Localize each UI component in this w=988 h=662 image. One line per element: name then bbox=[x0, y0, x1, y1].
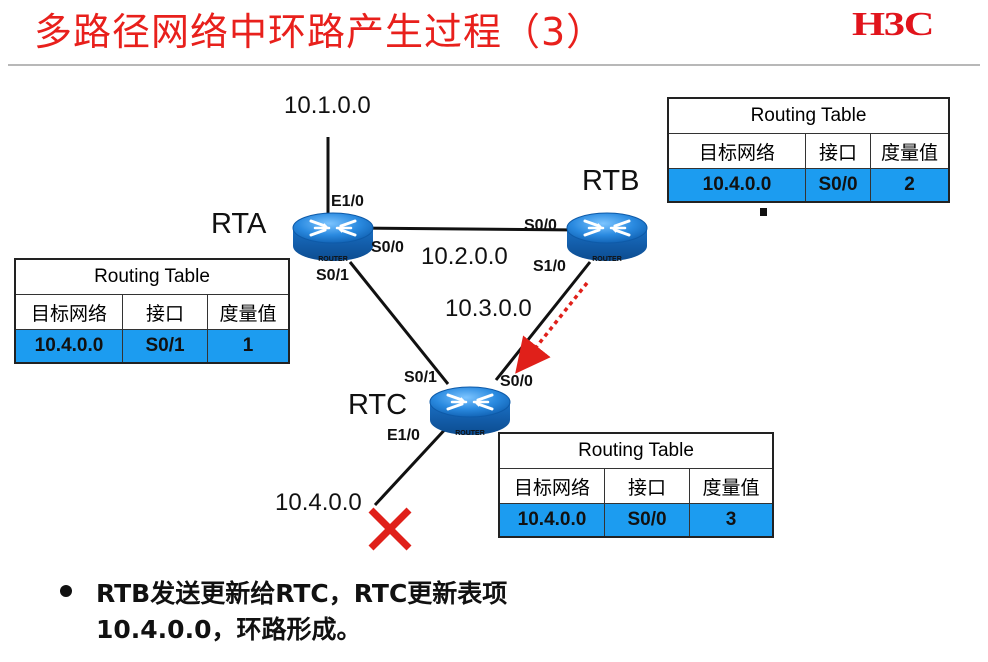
iface-rtc-s01: S0/1 bbox=[404, 369, 437, 386]
iface-rtb-s00: S0/0 bbox=[524, 217, 557, 234]
network-label-net4: 10.4.0.0 bbox=[275, 489, 362, 516]
header-metric: 度量值 bbox=[689, 468, 774, 504]
bullet-dot-icon bbox=[60, 585, 72, 597]
iface-rta-s01: S0/1 bbox=[316, 267, 349, 284]
router-icon bbox=[291, 211, 375, 263]
h3c-logo: H3C bbox=[852, 6, 935, 43]
router-icon bbox=[428, 385, 512, 437]
iface-rtc-e10: E1/0 bbox=[387, 427, 420, 444]
router-icon-label: ROUTER bbox=[592, 256, 622, 263]
routing-table-rta: Routing Table 目标网络 接口 度量值 10.4.0.0 S0/1 … bbox=[14, 258, 290, 364]
header-iface: 接口 bbox=[122, 294, 208, 330]
cell-metric: 1 bbox=[207, 329, 290, 364]
header-dest: 目标网络 bbox=[498, 468, 605, 504]
cell-dest: 10.4.0.0 bbox=[667, 168, 806, 203]
cross-icon bbox=[368, 507, 412, 551]
iface-rta-e10: E1/0 bbox=[331, 193, 364, 210]
header-dest: 目标网络 bbox=[667, 133, 806, 169]
iface-rta-s00: S0/0 bbox=[371, 239, 404, 256]
table-caption: Routing Table bbox=[14, 258, 290, 295]
cell-iface: S0/0 bbox=[805, 168, 871, 203]
header-metric: 度量值 bbox=[870, 133, 950, 169]
table-caption: Routing Table bbox=[498, 432, 774, 469]
routing-table-rtb: Routing Table 目标网络 接口 度量值 10.4.0.0 S0/0 … bbox=[667, 97, 950, 203]
cell-metric: 2 bbox=[870, 168, 950, 203]
router-name-rtb: RTB bbox=[582, 165, 639, 197]
header-iface: 接口 bbox=[604, 468, 690, 504]
iface-rtb-s10: S1/0 bbox=[533, 258, 566, 275]
network-label-net3: 10.3.0.0 bbox=[445, 295, 532, 322]
page-title: 多路径网络中环路产生过程（3） bbox=[34, 10, 606, 54]
header-iface: 接口 bbox=[805, 133, 871, 169]
link-rtc-net4 bbox=[373, 422, 452, 507]
router-rta: ROUTER bbox=[291, 211, 375, 263]
router-rtb: ROUTER bbox=[565, 211, 649, 263]
router-icon bbox=[565, 211, 649, 263]
table-marker bbox=[760, 208, 767, 216]
router-icon-label: ROUTER bbox=[318, 256, 348, 263]
link-rta-rtc bbox=[348, 261, 450, 385]
title-divider bbox=[8, 64, 980, 66]
router-icon-label: ROUTER bbox=[455, 430, 485, 437]
network-label-net1: 10.1.0.0 bbox=[284, 92, 371, 119]
bullet-text: RTB发送更新给RTC，RTC更新表项 10.4.0.0，环路形成。 bbox=[96, 579, 508, 644]
router-name-rtc: RTC bbox=[348, 389, 407, 421]
table-row: 10.4.0.0 S0/0 2 bbox=[667, 168, 950, 203]
link-rta-rtb bbox=[354, 226, 581, 232]
cell-dest: 10.4.0.0 bbox=[14, 329, 123, 364]
table-row: 10.4.0.0 S0/0 3 bbox=[498, 503, 774, 538]
link-rtb-rtc bbox=[494, 261, 592, 381]
header-metric: 度量值 bbox=[207, 294, 290, 330]
table-row: 10.4.0.0 S0/1 1 bbox=[14, 329, 290, 364]
router-rtc: ROUTER bbox=[428, 385, 512, 437]
routing-table-rtc: Routing Table 目标网络 接口 度量值 10.4.0.0 S0/0 … bbox=[498, 432, 774, 538]
cell-iface: S0/1 bbox=[122, 329, 208, 364]
table-caption: Routing Table bbox=[667, 97, 950, 134]
network-label-net2: 10.2.0.0 bbox=[421, 243, 508, 270]
header-dest: 目标网络 bbox=[14, 294, 123, 330]
cell-iface: S0/0 bbox=[604, 503, 690, 538]
dashed-arrow-icon bbox=[515, 281, 589, 374]
cell-metric: 3 bbox=[689, 503, 774, 538]
router-name-rta: RTA bbox=[211, 208, 267, 240]
cell-dest: 10.4.0.0 bbox=[498, 503, 605, 538]
iface-rtc-s00: S0/0 bbox=[500, 373, 533, 390]
